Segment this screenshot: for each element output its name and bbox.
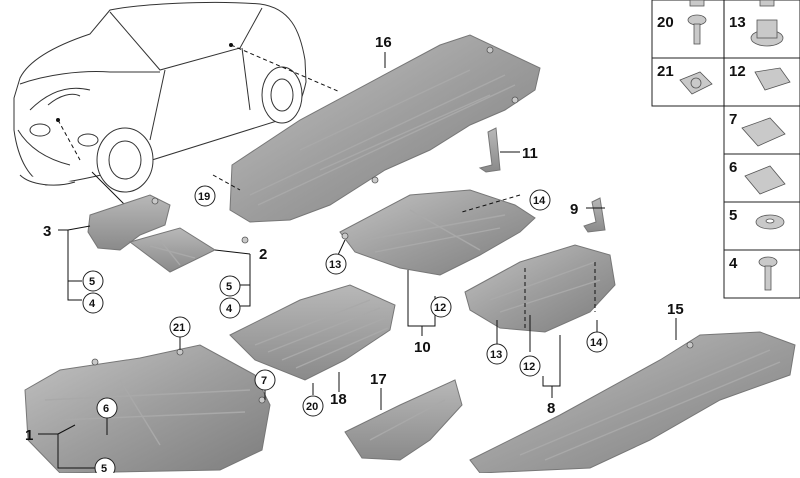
leader-lines bbox=[38, 52, 677, 469]
callout-5: 5 bbox=[101, 463, 107, 473]
callout-21: 21 bbox=[173, 322, 185, 334]
legend-label-13: 13 bbox=[729, 14, 746, 31]
callout-5: 5 bbox=[226, 281, 232, 293]
legend-label-7: 7 bbox=[729, 111, 737, 128]
legend-label-12: 12 bbox=[729, 63, 746, 80]
callout-14: 14 bbox=[590, 337, 603, 349]
legend-label-6: 6 bbox=[729, 159, 737, 176]
callout-20: 20 bbox=[306, 401, 318, 413]
callout-11: 11 bbox=[522, 145, 538, 162]
legend-label-4: 4 bbox=[729, 255, 738, 272]
rivet-icon-4 bbox=[758, 256, 778, 291]
part-8-rear-panel[interactable] bbox=[464, 244, 616, 333]
part-11-bracket[interactable] bbox=[478, 127, 501, 173]
spring-clip-icon-12 bbox=[754, 67, 791, 91]
nut-icon-13 bbox=[750, 19, 784, 47]
callout-17: 17 bbox=[370, 371, 387, 388]
callout-18: 18 bbox=[330, 391, 347, 408]
clip-nut-icon-21 bbox=[679, 71, 713, 95]
callout-19: 19 bbox=[198, 191, 210, 203]
washer-icon-5 bbox=[755, 214, 785, 230]
callout-13: 13 bbox=[490, 349, 502, 361]
callout-5: 5 bbox=[89, 276, 95, 288]
callout-4: 4 bbox=[89, 298, 96, 310]
callout-labels: 16 11 19 14 9 3 5 4 2 5 4 13 12 10 15 13… bbox=[25, 34, 684, 478]
legend-label-5: 5 bbox=[729, 207, 737, 224]
callout-7: 7 bbox=[261, 375, 267, 387]
callout-1: 1 bbox=[25, 427, 33, 444]
hardware-legend: 20 13 21 12 7 6 5 4 bbox=[651, 0, 800, 299]
callout-10: 10 bbox=[414, 339, 431, 356]
clip-icon-6 bbox=[744, 165, 786, 195]
part-16-underbody-panel[interactable] bbox=[229, 34, 541, 244]
legend-label-20: 20 bbox=[657, 14, 674, 31]
part-9-bracket[interactable] bbox=[583, 197, 606, 233]
part-3-bracket[interactable] bbox=[87, 194, 171, 251]
callout-6: 6 bbox=[103, 403, 109, 415]
part-15-rear-panel[interactable] bbox=[469, 331, 796, 474]
callout-16: 16 bbox=[375, 34, 392, 51]
part-2-plate[interactable] bbox=[128, 227, 217, 273]
callout-14: 14 bbox=[533, 195, 546, 207]
screw-icon-20 bbox=[687, 14, 707, 45]
part-1-front-plate[interactable] bbox=[24, 344, 271, 474]
part-17-bracket[interactable] bbox=[344, 379, 463, 461]
clip-icon-7 bbox=[741, 117, 786, 147]
callout-3: 3 bbox=[43, 223, 51, 240]
callout-12: 12 bbox=[523, 361, 535, 373]
car-outline bbox=[13, 1, 307, 193]
callout-9: 9 bbox=[570, 201, 578, 218]
callout-2: 2 bbox=[259, 246, 267, 263]
callout-8: 8 bbox=[547, 400, 555, 417]
part-10-center-panel[interactable] bbox=[339, 189, 536, 276]
part-18-plate[interactable] bbox=[229, 284, 396, 381]
callout-15: 15 bbox=[667, 301, 684, 318]
legend-label-21: 21 bbox=[657, 63, 674, 80]
callout-4: 4 bbox=[226, 303, 233, 315]
callout-12: 12 bbox=[434, 302, 446, 314]
callout-13: 13 bbox=[329, 259, 341, 271]
